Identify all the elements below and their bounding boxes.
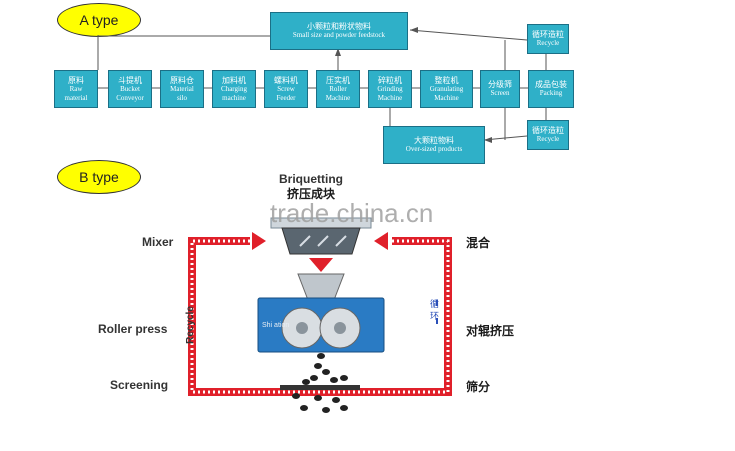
step-zh: 斗提机 bbox=[118, 75, 142, 85]
step-screen: 分级筛 Screen bbox=[480, 70, 520, 108]
step-en1: Granulating bbox=[429, 84, 464, 93]
down-arrow-icon bbox=[309, 258, 333, 272]
step-en2: Feeder bbox=[276, 93, 296, 102]
mixer-label: Mixer bbox=[142, 235, 174, 249]
recycle-loop bbox=[188, 237, 452, 396]
oversized-box: 大颗粒物料 Over-sized products bbox=[383, 126, 485, 164]
a-type-badge: A type bbox=[57, 3, 141, 37]
step-en1: Screw bbox=[277, 84, 295, 93]
recycle-label-zh: 循环 bbox=[430, 299, 440, 321]
b-type-label: B type bbox=[79, 169, 119, 185]
briquettes bbox=[292, 353, 348, 413]
feedstock-box: 小颗粒和粉状物料 Small size and powder feedstock bbox=[270, 12, 408, 50]
step-en1: Grinding bbox=[377, 84, 403, 93]
step-zh: 碎粒机 bbox=[378, 75, 402, 85]
step-en1: Charging bbox=[221, 84, 247, 93]
step-zh: 分级筛 bbox=[488, 80, 512, 89]
step-material-silo: 原料仓 Material silo bbox=[160, 70, 204, 108]
oversized-zh: 大颗粒物料 bbox=[414, 136, 454, 145]
b-type-badge: B type bbox=[57, 160, 141, 194]
step-en1: Material bbox=[170, 84, 194, 93]
step-en1: Raw bbox=[69, 84, 83, 93]
step-en1: Screen bbox=[490, 89, 510, 97]
briquetting-title-zh: 挤压成块 bbox=[287, 187, 336, 201]
machine-caption: Shi ation bbox=[262, 322, 290, 329]
step-en1: Bucket bbox=[120, 84, 140, 93]
screening-label-zh: 筛分 bbox=[466, 380, 491, 394]
recycle-bottom-zh: 循环造粒 bbox=[532, 126, 564, 135]
recycle-bottom-en: Recycle bbox=[536, 135, 560, 143]
roller-press-label-zh: 对辊挤压 bbox=[466, 324, 515, 338]
step-raw-material: 原料 Raw material bbox=[54, 70, 98, 108]
recycle-bottom-box: 循环造粒 Recycle bbox=[527, 120, 569, 150]
step-en2: Machine bbox=[377, 93, 403, 102]
step-en1: Roller bbox=[329, 84, 347, 93]
screen-bar bbox=[280, 385, 360, 390]
step-zh: 原料仓 bbox=[170, 75, 194, 85]
step-grinding-machine: 碎粒机 Grinding Machine bbox=[368, 70, 412, 108]
step-en2: material bbox=[64, 93, 88, 102]
step-en1: Packing bbox=[539, 89, 563, 97]
step-packing: 成品包装 Packing bbox=[528, 70, 574, 108]
recycle-top-en: Recycle bbox=[536, 39, 560, 47]
step-en2: machine bbox=[222, 93, 246, 102]
step-zh: 加料机 bbox=[222, 75, 246, 85]
left-arrow-icon bbox=[252, 232, 266, 250]
right-arrow-icon bbox=[374, 232, 388, 250]
roller-press-label: Roller press bbox=[98, 322, 168, 336]
recycle-top-box: 循环造粒 Recycle bbox=[527, 24, 569, 54]
step-en2: Conveyor bbox=[116, 93, 144, 102]
step-screw-feeder: 螺料机 Screw Feeder bbox=[264, 70, 308, 108]
step-en2: Machine bbox=[434, 93, 459, 102]
mixer-unit bbox=[270, 217, 372, 255]
oversized-en: Over-sized products bbox=[405, 145, 463, 153]
a-type-label: A type bbox=[79, 12, 119, 28]
step-zh: 成品包装 bbox=[535, 80, 567, 89]
step-granulating-machine: 整粒机 Granulating Machine bbox=[420, 70, 473, 108]
recycle-top-zh: 循环造粒 bbox=[532, 30, 564, 39]
mixer-label-zh: 混合 bbox=[466, 236, 491, 250]
step-zh: 整粒机 bbox=[434, 75, 459, 85]
step-bucket-conveyor: 斗提机 Bucket Conveyor bbox=[108, 70, 152, 108]
step-zh: 原料 bbox=[68, 75, 84, 85]
step-zh: 压实机 bbox=[326, 75, 350, 85]
watermark: trade.china.cn bbox=[270, 198, 434, 228]
step-zh: 螺料机 bbox=[274, 75, 298, 85]
screening-label: Screening bbox=[110, 378, 169, 392]
step-en2: silo bbox=[176, 93, 188, 102]
step-charging-machine: 加料机 Charging machine bbox=[212, 70, 256, 108]
briquetting-title-en: Briquetting bbox=[279, 172, 343, 186]
step-en2: Machine bbox=[325, 93, 351, 102]
feedstock-zh: 小颗粒和粉状物料 bbox=[307, 22, 371, 31]
recycle-label: Recycle bbox=[184, 306, 196, 344]
step-roller-machine: 压实机 Roller Machine bbox=[316, 70, 360, 108]
feedstock-en: Small size and powder feedstock bbox=[292, 31, 386, 39]
